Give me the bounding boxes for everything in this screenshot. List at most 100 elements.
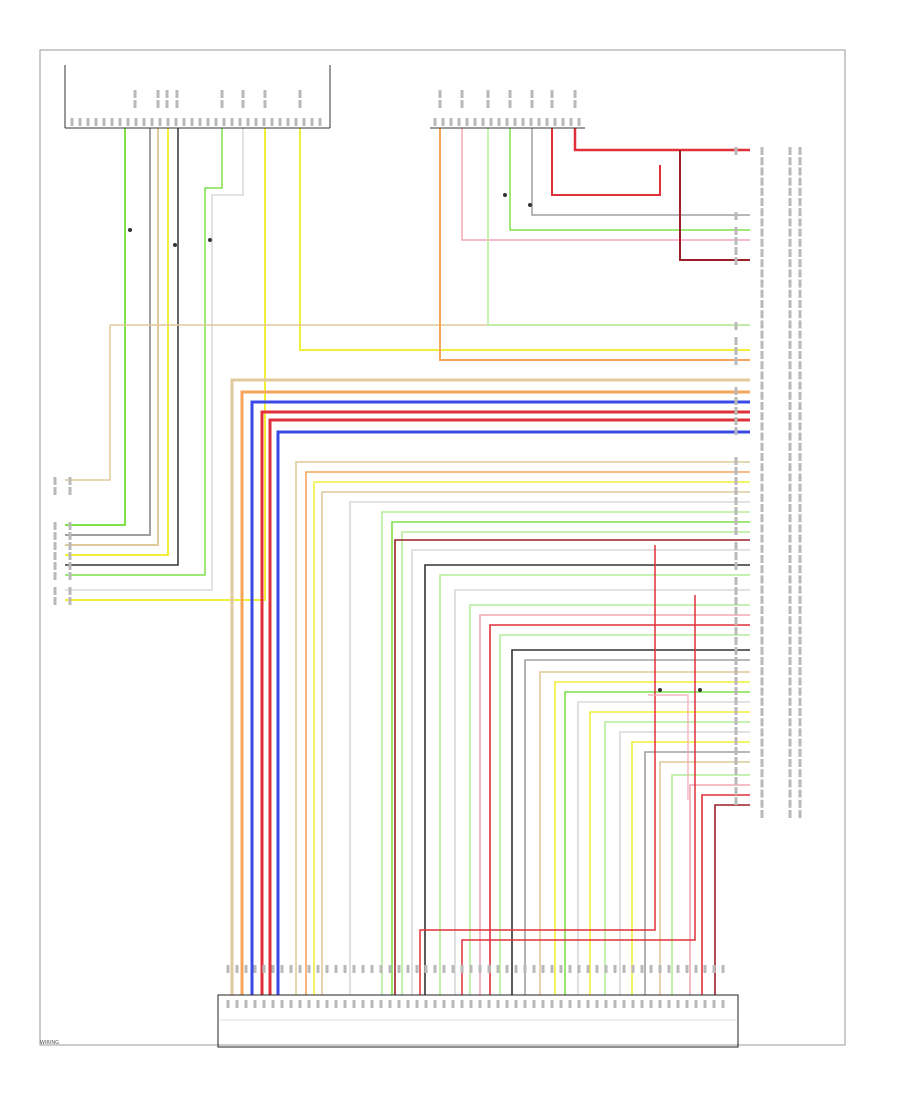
pin-number-mark: [294, 118, 298, 126]
pin-number-mark: [465, 118, 469, 126]
wire-colour-mark: [734, 627, 738, 635]
pin-name-mark: [530, 90, 534, 98]
pin-number-mark: [70, 118, 74, 126]
cluster-wire: [619, 731, 750, 995]
pin-name-mark: [298, 90, 302, 98]
pin-name-mark: [788, 147, 792, 155]
pin-name-mark: [798, 534, 802, 543]
pin-number-mark: [278, 118, 282, 126]
splice-point: [698, 688, 702, 692]
bus-label-mark: [68, 562, 72, 570]
module-pin-mark: [460, 1000, 464, 1008]
pin-number-mark: [254, 118, 258, 126]
pin-name-mark: [798, 157, 802, 166]
module-pin-mark: [541, 965, 545, 973]
bus-wire: [230, 378, 750, 995]
pin-name-mark: [788, 320, 792, 329]
module-pin-mark: [523, 1000, 527, 1008]
module-pin-mark: [406, 965, 410, 973]
module-pin-mark: [496, 1000, 500, 1008]
pin-number-mark: [449, 118, 453, 126]
pin-name-mark: [798, 759, 802, 767]
bus-wire: [313, 481, 750, 995]
module-pin-mark: [289, 965, 293, 973]
wire-colour-mark: [734, 717, 738, 725]
pin-name-mark: [788, 524, 792, 533]
pin-number-mark: [545, 118, 549, 126]
pin-name-mark: [798, 626, 802, 635]
wire-gray: [531, 128, 750, 216]
pin-name-mark: [508, 90, 512, 98]
pin-name-mark: [798, 738, 802, 747]
module-pin-mark: [676, 965, 680, 973]
module-pin-mark: [298, 965, 302, 973]
pin-name-mark: [788, 483, 792, 492]
pin-number-mark: [561, 118, 565, 126]
pin-name-mark: [798, 616, 802, 625]
module-pin-mark: [415, 1000, 419, 1008]
pin-name-mark: [798, 249, 802, 257]
pin-number-mark: [760, 351, 764, 359]
bus-wire: [260, 410, 750, 995]
control-module-box: [217, 994, 739, 1048]
pin-name-mark: [798, 279, 802, 288]
pin-name-mark: [788, 636, 792, 645]
pin-number-mark: [760, 575, 764, 584]
pin-name-mark: [798, 361, 802, 370]
cluster-wire: [469, 604, 750, 995]
pin-name-mark: [798, 147, 802, 155]
pin-name-mark: [788, 238, 792, 247]
pin-name-mark: [798, 667, 802, 676]
pin-number-mark: [760, 759, 764, 767]
pin-name-mark: [798, 351, 802, 359]
bus-label-mark: [68, 597, 72, 605]
pin-number-mark: [760, 371, 764, 380]
bus-number-mark: [53, 562, 57, 570]
pin-number-mark: [102, 118, 106, 126]
pin-number-mark: [760, 167, 764, 176]
pin-number-mark: [238, 118, 242, 126]
wire-colour-mark: [734, 707, 738, 715]
module-pin-mark: [307, 965, 311, 973]
cluster-wire: [524, 659, 750, 995]
module-pin-mark: [487, 965, 491, 973]
pin-number-mark: [441, 118, 445, 126]
pin-name-mark: [788, 565, 792, 574]
module-pin-mark: [325, 1000, 329, 1008]
wire-green: [65, 128, 126, 526]
pin-name-mark: [788, 759, 792, 767]
pin-number-mark: [760, 238, 764, 247]
module-pin-mark: [586, 1000, 590, 1008]
pin-name-mark: [165, 90, 169, 98]
wire-colour-mark: [734, 397, 738, 405]
pin-name-mark: [788, 493, 792, 502]
cluster-wire: [564, 691, 750, 995]
module-pin-mark: [433, 1000, 437, 1008]
pin-number-mark: [142, 118, 146, 126]
module-pin-mark: [343, 965, 347, 973]
pin-number-mark: [760, 585, 764, 594]
module-pin-mark: [343, 1000, 347, 1008]
pin-number-mark: [760, 432, 764, 441]
pin-number-mark: [760, 748, 764, 757]
pin-name-mark: [798, 575, 802, 584]
module-pin-mark: [379, 965, 383, 973]
module-pin-mark: [514, 1000, 518, 1008]
module-pin-mark: [532, 1000, 536, 1008]
module-pin-mark: [307, 1000, 311, 1008]
pin-name-mark: [798, 636, 802, 645]
module-pin-mark: [658, 965, 662, 973]
wire-colour-mark: [734, 337, 738, 345]
module-pin-mark: [469, 1000, 473, 1008]
pin-name-mark: [241, 100, 245, 108]
pin-name-mark: [798, 442, 802, 451]
pin-name-mark: [788, 504, 792, 512]
pin-number-mark: [577, 118, 581, 126]
wire-colour-mark: [734, 787, 738, 795]
pin-number-mark: [760, 616, 764, 625]
pin-name-mark: [798, 177, 802, 186]
pin-name-mark: [788, 748, 792, 757]
pin-name-mark: [798, 810, 802, 818]
pin-name-mark: [798, 514, 802, 523]
